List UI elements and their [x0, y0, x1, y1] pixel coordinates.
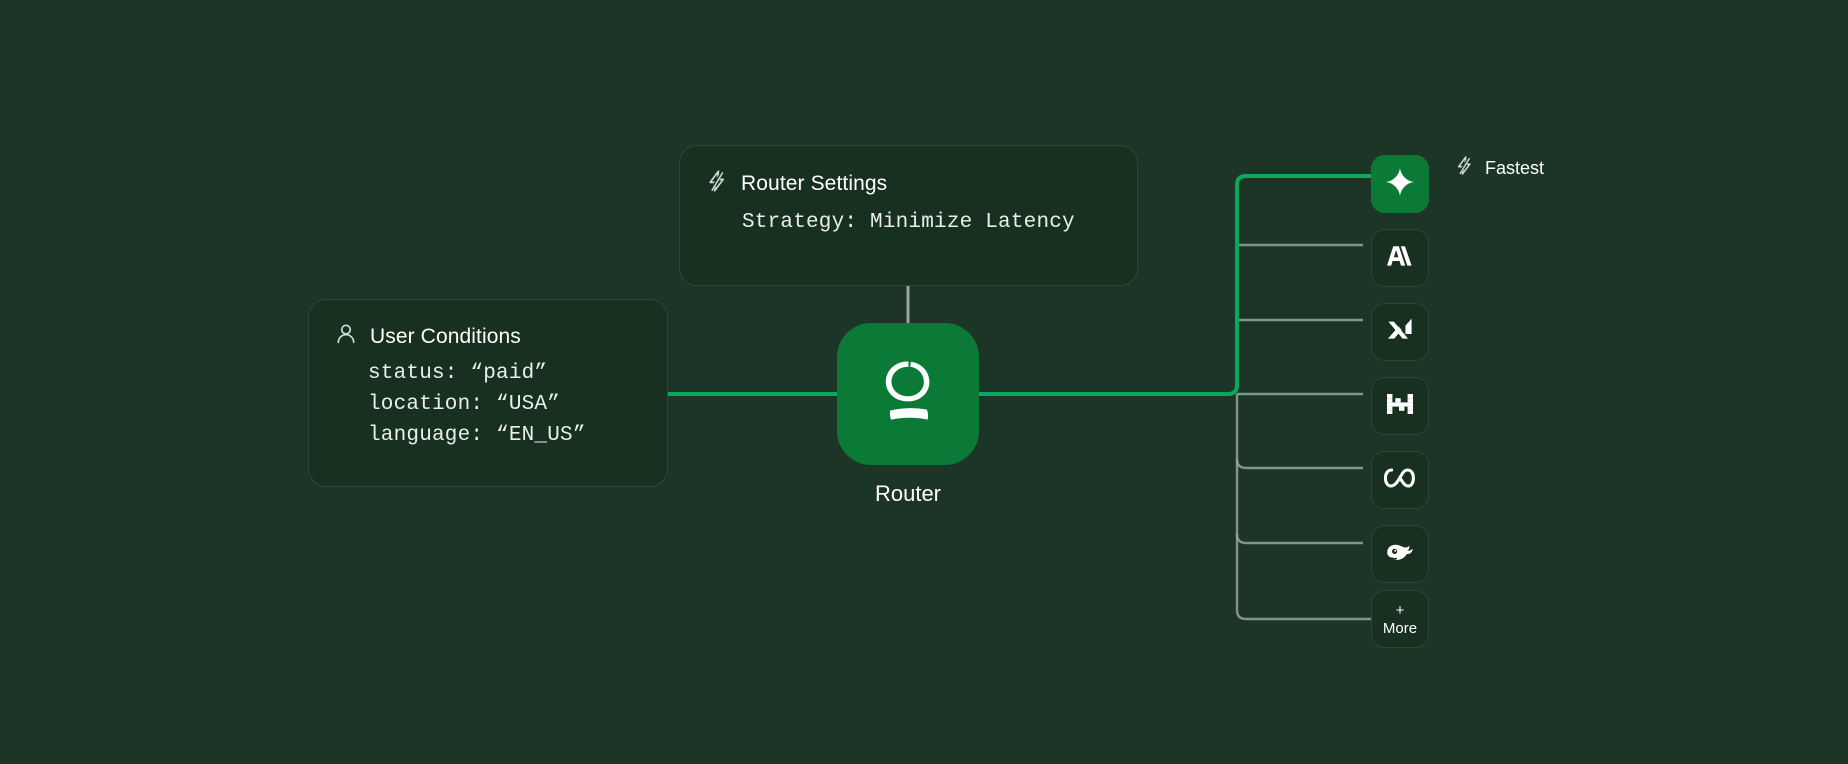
user-conditions-card[interactable]: User Conditions status: “paid” location:…: [308, 299, 668, 487]
wire-trunk-down: [1235, 394, 1371, 621]
deepseek-whale-icon: [1385, 540, 1415, 569]
router-settings-header: Router Settings: [706, 169, 1111, 198]
model-tile-meta[interactable]: [1371, 451, 1429, 509]
model-tile-xai[interactable]: [1371, 303, 1429, 361]
model-tile-more[interactable]: + More: [1371, 590, 1429, 648]
router-settings-title: Router Settings: [741, 171, 888, 195]
anthropic-icon: [1385, 243, 1415, 274]
user-icon: [335, 322, 357, 351]
meta-infinity-icon: [1383, 467, 1416, 494]
wire-branch-deepseek: [1235, 533, 1363, 545]
model-tile-gemini[interactable]: [1371, 155, 1429, 213]
more-label: More: [1382, 619, 1418, 637]
wire-branch-meta: [1235, 458, 1363, 470]
gemini-sparkle-icon: [1385, 167, 1415, 202]
mistral-icon: [1386, 393, 1414, 420]
user-conditions-title: User Conditions: [370, 324, 521, 348]
router-node[interactable]: [837, 323, 979, 465]
user-conditions-header: User Conditions: [335, 322, 643, 351]
router-label: Router: [874, 481, 942, 506]
model-tile-deepseek[interactable]: [1371, 525, 1429, 583]
router-brush-logo-icon: [875, 355, 941, 434]
fastest-badge: Fastest: [1455, 155, 1544, 181]
plus-icon: +: [1395, 601, 1405, 619]
lightning-bolt-icon: [1455, 155, 1474, 181]
model-tile-anthropic[interactable]: [1371, 229, 1429, 287]
router-settings-card[interactable]: Router Settings Strategy: Minimize Laten…: [679, 145, 1138, 286]
lightning-bolt-icon: [706, 169, 728, 198]
user-conditions-body: status: “paid” location: “USA” language:…: [368, 362, 586, 447]
xai-icon: [1386, 316, 1414, 349]
fastest-label: Fastest: [1485, 157, 1545, 178]
model-tile-mistral[interactable]: [1371, 377, 1429, 435]
router-settings-body: Strategy: Minimize Latency: [742, 211, 1075, 234]
